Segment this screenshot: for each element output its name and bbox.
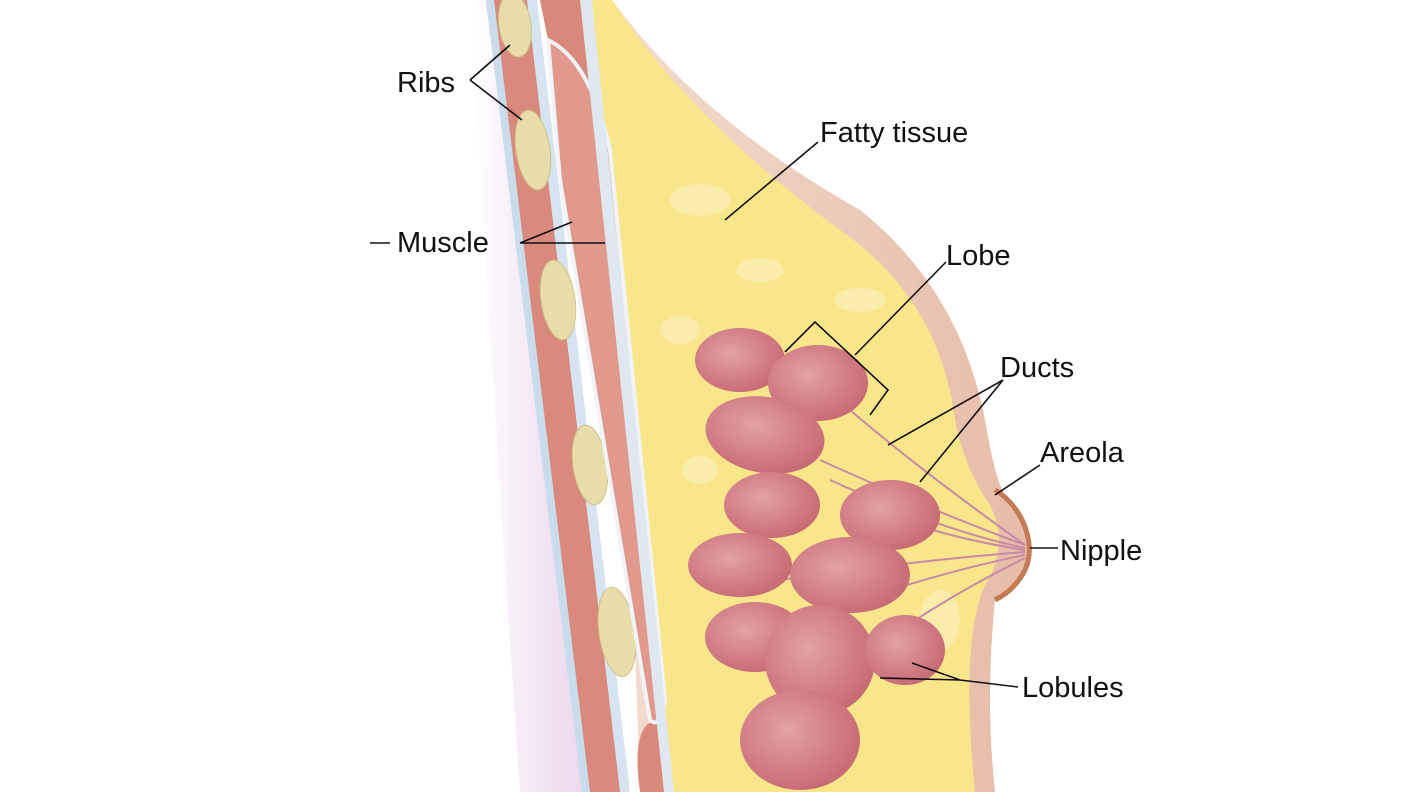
leader-lines [370,44,1058,688]
lobule [740,690,860,790]
lobules [688,328,945,790]
lobule [688,533,792,597]
label-fatty-tissue: Fatty tissue [820,117,968,149]
lobule [765,605,875,715]
label-ducts: Ducts [1000,352,1074,384]
ribs [498,0,637,678]
rib-layer [486,0,625,792]
lobule [865,615,945,685]
rib [539,259,577,341]
rib [514,109,552,191]
lobule [840,480,940,550]
label-muscle: Muscle [397,227,489,259]
lobule [724,472,820,538]
label-nipple: Nipple [1060,535,1142,567]
lobule [705,396,825,474]
label-lobules: Lobules [1022,672,1124,704]
lobule [790,537,910,613]
lobule [768,345,868,421]
label-lobe: Lobe [946,240,1011,272]
lobule [695,328,785,392]
label-ribs: Ribs [397,67,455,99]
areola-nipple [993,487,1032,603]
label-areola: Areola [1040,437,1125,469]
rib [498,0,532,58]
